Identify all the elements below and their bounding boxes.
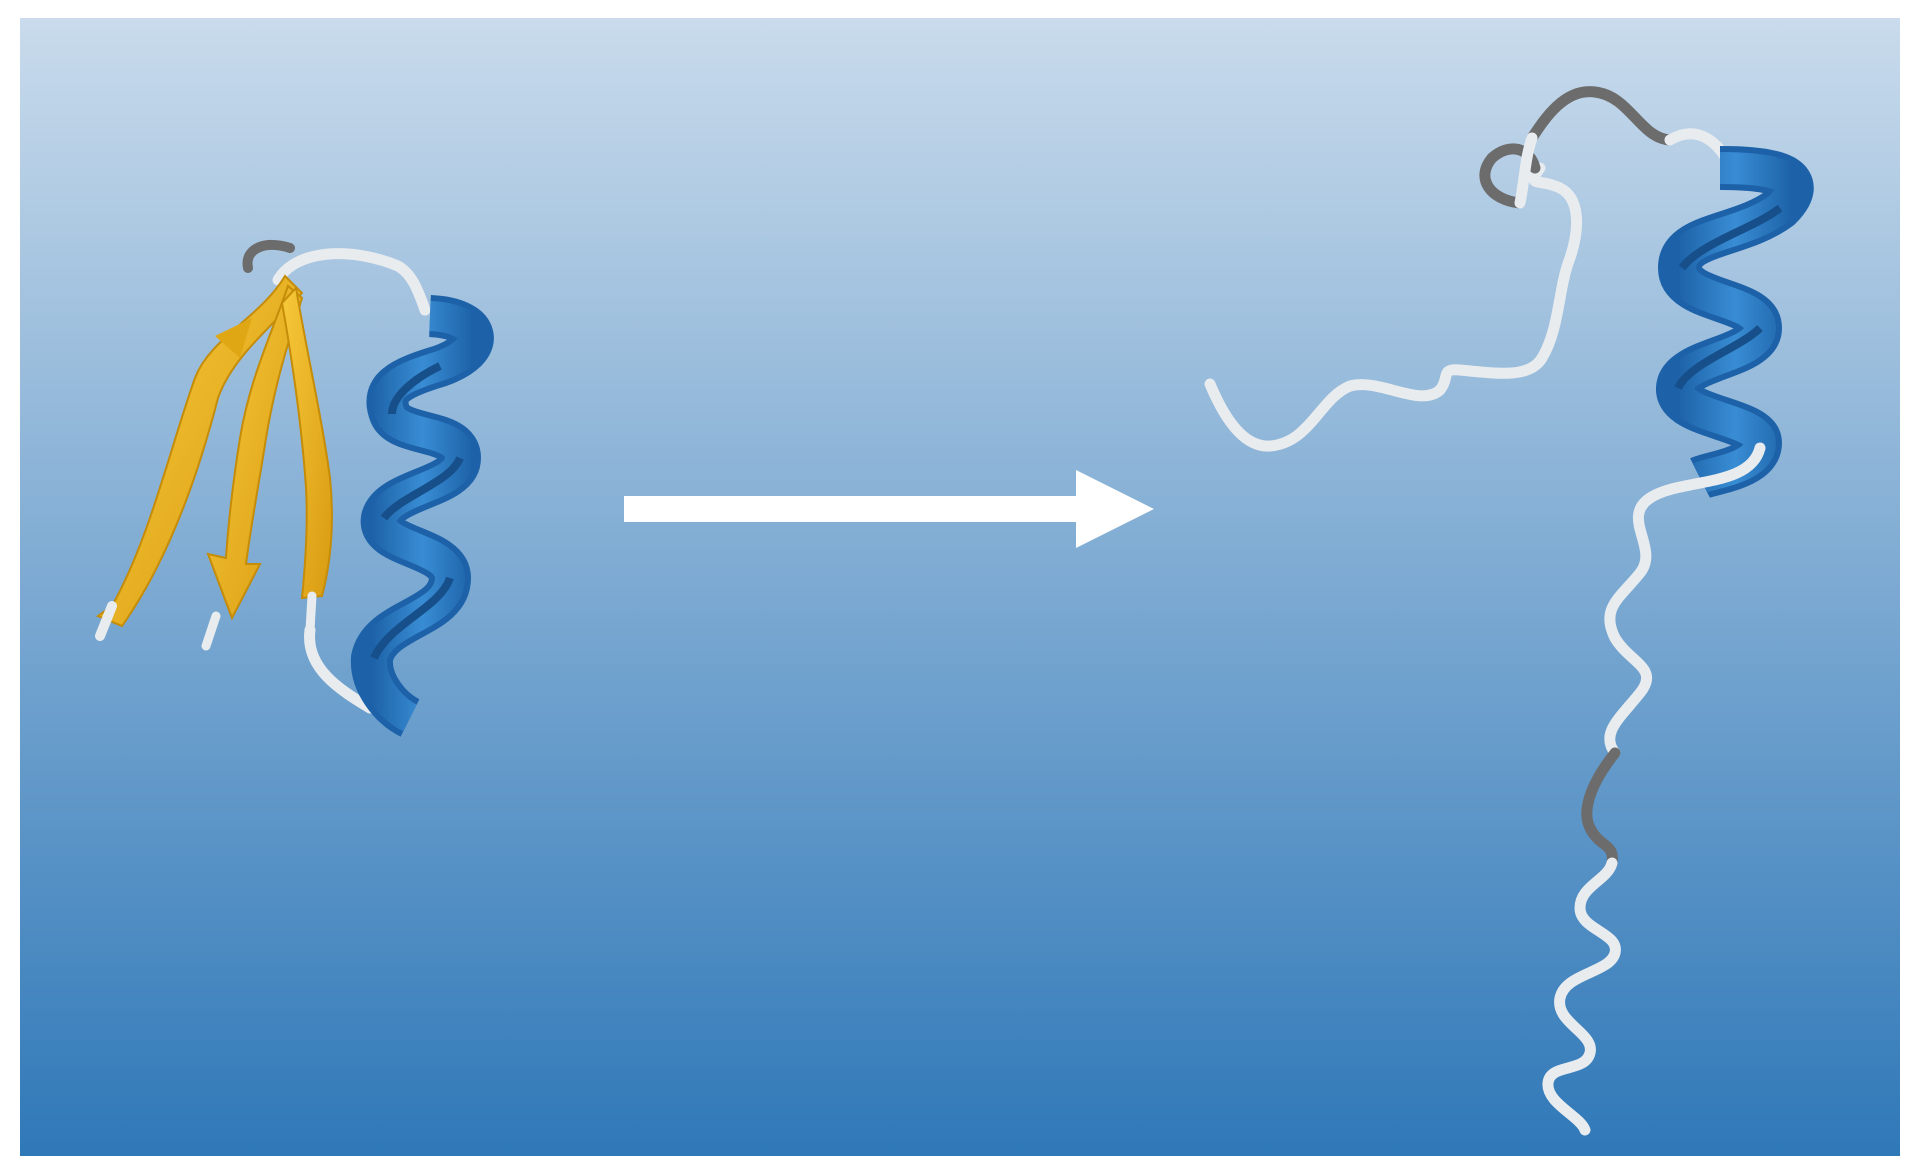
- folded-alpha-helix: [350, 295, 494, 737]
- unfolded-tail-coil-lower: [1542, 857, 1621, 1136]
- unfolded-tail-turn: [1581, 747, 1621, 869]
- folded-top-turn: [242, 239, 295, 273]
- beta-strand-2: [206, 284, 304, 621]
- folded-bottom-coil: [304, 624, 376, 714]
- unfolded-alpha-helix: [1656, 146, 1814, 499]
- unfolded-tail-coil-upper: [1604, 442, 1766, 759]
- unfolded-protein: [1204, 86, 1814, 1136]
- background: [20, 18, 1900, 1156]
- strand-tip-2: [201, 611, 221, 651]
- folded-protein: [95, 239, 494, 737]
- folded-top-coil: [272, 248, 431, 316]
- unfolded-left-coil: [1204, 162, 1583, 452]
- beta-strand-3: [280, 285, 333, 600]
- beta-strand-1: [95, 274, 304, 628]
- strand-tip-3: [305, 591, 317, 635]
- protein-unfolding-panel: [20, 18, 1900, 1156]
- right-arrow-icon: [624, 470, 1154, 548]
- protein-unfolding-diagram: [20, 18, 1900, 1156]
- beta-strand-1-arrowhead: [215, 318, 252, 358]
- strand-tip-1: [95, 601, 117, 641]
